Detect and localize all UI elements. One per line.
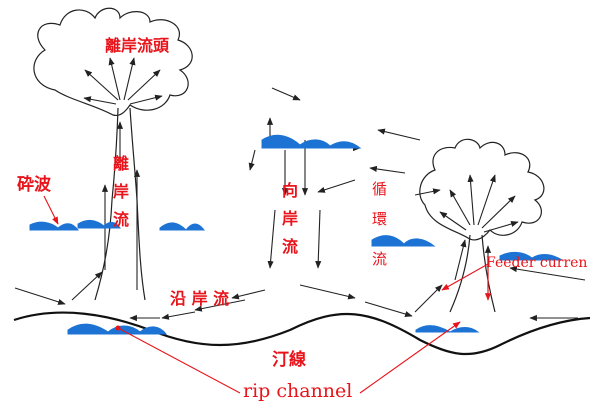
label-onshore-1: 向 — [282, 181, 299, 200]
onshore-arrows — [248, 87, 441, 269]
rip-head-arrows-right — [439, 174, 519, 300]
label-feeder-current: Feeder curren — [486, 255, 588, 271]
wave-center-right — [371, 235, 436, 247]
wave-top-center — [261, 134, 362, 149]
wave-bottom-right — [415, 325, 480, 333]
label-breaking-wave: 砕波 — [17, 175, 51, 195]
label-longshore: 沿 岸 流 — [170, 289, 230, 308]
label-onshore-3: 流 — [282, 237, 299, 256]
label-shoreline: 汀線 — [272, 350, 306, 370]
label-rip-current-2: 岸 — [113, 182, 130, 201]
label-circulation-3: 流 — [372, 250, 388, 268]
wave-left-1 — [29, 221, 80, 231]
rip-stem-right — [449, 234, 496, 313]
label-circulation-2: 環 — [372, 210, 388, 228]
wave-mid-left — [159, 222, 206, 231]
label-onshore-2: 岸 — [282, 209, 299, 228]
wave-right — [499, 251, 564, 261]
label-rip-head: 離岸流頭 — [105, 36, 170, 55]
rip-head-outline-left — [33, 7, 193, 117]
rip-head-outline-right — [419, 138, 545, 241]
wave-left-2 — [77, 219, 121, 229]
label-rip-channel: rip channel — [243, 380, 353, 402]
converging-arrows-left — [14, 271, 103, 305]
label-circulation-1: 循 — [372, 180, 388, 198]
label-rip-current-1: 離 — [113, 154, 130, 173]
breaking-waves — [29, 134, 564, 335]
rip-channel-dot — [115, 325, 121, 331]
rip-head-arrows-left — [83, 57, 163, 290]
longshore-arrows — [129, 266, 586, 322]
shoreline-curve — [13, 311, 591, 356]
label-rip-current-3: 流 — [113, 210, 130, 229]
pointer-lines — [43, 195, 492, 394]
